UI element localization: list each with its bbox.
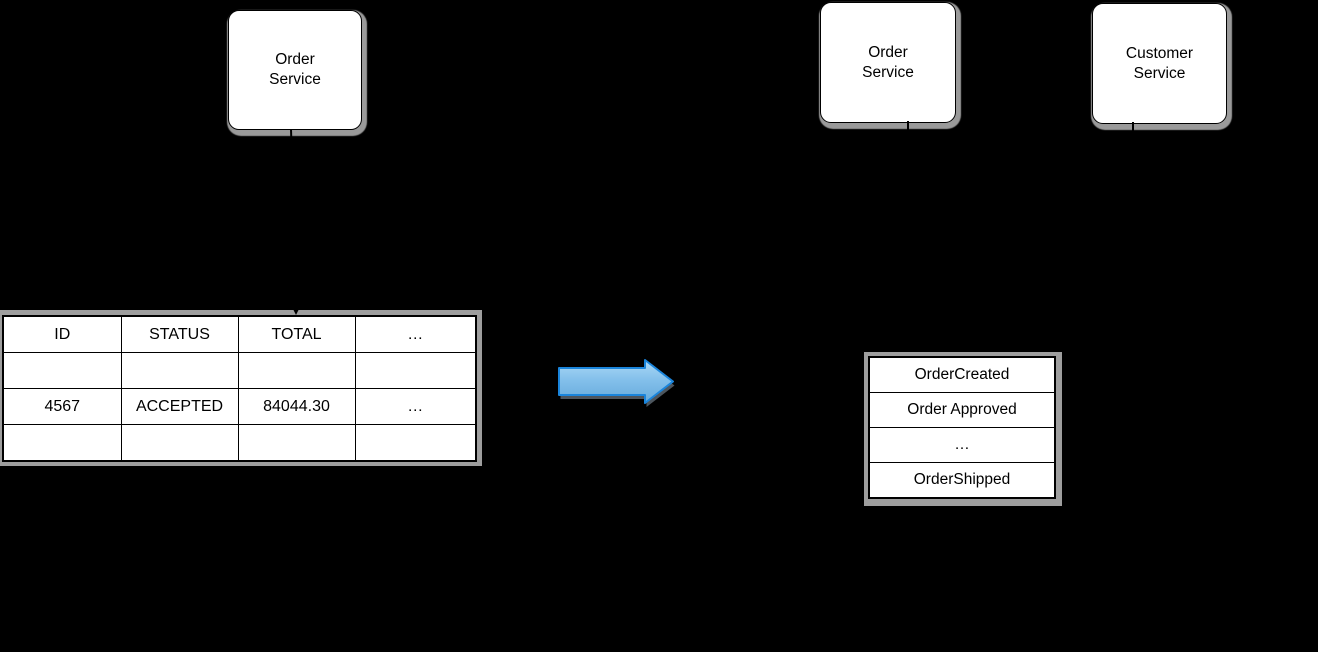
order-table-cell: [120, 424, 239, 462]
event-table-shadow: OrderCreated Order Approved … OrderShipp…: [864, 352, 1062, 506]
node-order-service-right: Order Service: [820, 2, 956, 123]
event-table-row: OrderShipped: [868, 462, 1056, 499]
node-label-line: Service: [269, 71, 321, 88]
node-label-line: Order: [275, 51, 315, 69]
order-table-cell: [2, 424, 122, 462]
order-table-row: [2, 424, 477, 462]
order-table-cell-status: ACCEPTED: [120, 388, 239, 425]
order-table-cell: [237, 424, 356, 462]
order-table-cell: [354, 352, 477, 389]
node-order-service-left: Order Service: [228, 10, 362, 130]
node-customer-service-label: Customer Service: [1126, 44, 1193, 84]
order-table-cell-id: 4567: [2, 388, 122, 425]
event-table-row: …: [868, 427, 1056, 463]
transform-arrow-body: [558, 359, 674, 404]
order-table-cell: [237, 352, 356, 389]
order-table-cell: [120, 352, 239, 389]
order-table-header-id: ID: [2, 315, 122, 353]
order-table-row: [2, 352, 477, 389]
order-table-cell: [2, 352, 122, 389]
order-table-cell-total: 84044.30: [237, 388, 356, 425]
event-table: OrderCreated Order Approved … OrderShipp…: [868, 356, 1056, 499]
node-customer-service: Customer Service: [1092, 3, 1227, 124]
node-order-service-left-label: Order Service: [269, 50, 321, 90]
connector-order-service-to-order-table: [290, 128, 297, 305]
node-order-service-right-label: Order Service: [862, 43, 914, 83]
node-label-line: Customer: [1125, 44, 1194, 62]
order-table-header-status: STATUS: [120, 315, 239, 353]
order-table-shadow: ID STATUS TOTAL … 4567 ACCEPTED 84044.30…: [0, 310, 482, 466]
event-table-row: Order Approved: [868, 392, 1056, 428]
order-table-header-more: …: [354, 315, 477, 353]
node-label-line: Order: [868, 43, 908, 61]
order-table-row: 4567 ACCEPTED 84044.30 …: [2, 388, 477, 425]
event-table-row: OrderCreated: [868, 356, 1056, 393]
order-table-header-total: TOTAL: [237, 315, 356, 353]
event-order-approved: Order Approved: [868, 392, 1056, 428]
node-label-line: Service: [862, 63, 914, 81]
event-ellipsis: …: [868, 427, 1056, 463]
node-label-line: Service: [1133, 64, 1186, 82]
order-table-header-row: ID STATUS TOTAL …: [2, 315, 477, 353]
order-table: ID STATUS TOTAL … 4567 ACCEPTED 84044.30…: [2, 315, 477, 462]
transform-arrow-icon: [558, 359, 675, 407]
order-table-cell: [354, 424, 477, 462]
event-order-shipped: OrderShipped: [868, 462, 1056, 499]
order-table-cell-more: …: [354, 388, 477, 425]
event-order-created: OrderCreated: [868, 356, 1056, 393]
